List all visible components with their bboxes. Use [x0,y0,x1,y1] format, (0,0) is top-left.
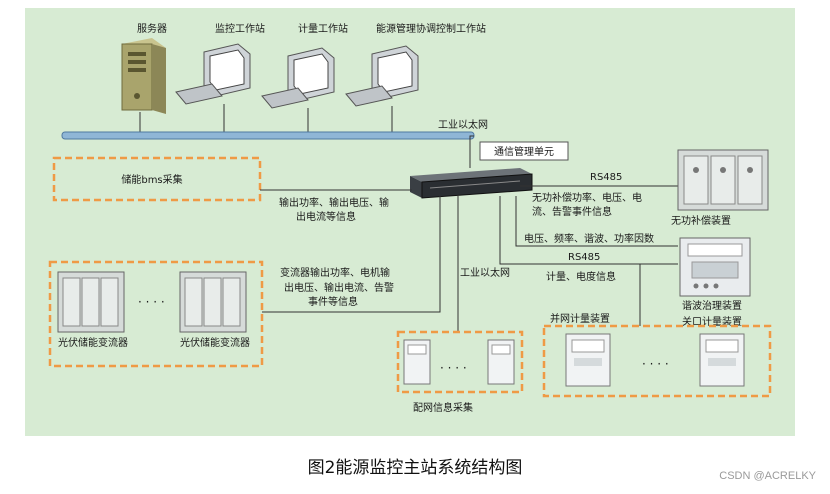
pv-inverter-2-icon [179,271,247,333]
inv-signal-3: 事件等信息 [308,295,358,308]
pv-inverter-2-label: 光伏储能变流器 [180,336,250,349]
grid-meter-label: 并网计量装置 [550,312,610,325]
var-signal-1: 无功补偿功率、电压、电 [532,191,642,204]
comm-unit-label-box [479,141,569,161]
inv-signal-2: 出电压、输出电流、告警 [284,281,394,294]
grid-meter-ellipsis: · · · · [642,357,669,371]
metering-workstation-icon [261,47,335,109]
bms-group-label: 储能bms采集 [121,173,182,186]
var-signal-2: 流、告警事件信息 [532,205,612,218]
inverter-link [262,196,441,313]
rs485-label-2: RS485 [568,252,600,263]
bms-signal-1: 输出功率、输出电压、输 [279,196,389,209]
meter-link [499,196,678,265]
harmonic-signal: 电压、频率、谐波、功率因数 [524,232,654,245]
harmonic-link [515,196,678,247]
metering-station-label: 计量工作站 [298,22,348,35]
ethernet-top-label: 工业以太网 [438,118,488,131]
distribution-meter-2-icon [487,339,515,385]
distribution-group-box [396,330,524,394]
monitor-station-label: 监控工作站 [215,22,265,35]
figure-caption: 图2能源监控主站系统结构图 [307,458,523,478]
inv-signal-1: 变流器输出功率、电机输 [280,266,390,279]
comm-unit-label: 通信管理单元 [494,145,554,158]
inverter-ellipsis: · · · · [138,295,165,309]
ethernet-bus [61,131,475,140]
grid-meter-group-box [542,324,772,398]
inverter-group-box [48,260,264,368]
monitor-workstation-icon [175,43,251,105]
var-compensation-icon [677,149,769,211]
distribution-ellipsis: · · · · [440,361,467,375]
distribution-group-label: 配网信息采集 [413,401,473,414]
distribution-meter-1-icon [403,339,431,385]
energy-workstation-icon [345,45,419,107]
bms-group-box [52,156,262,202]
meter-signal: 计量、电度信息 [546,270,616,283]
rs485-label-1: RS485 [590,172,622,183]
bus-to-switch-link [469,135,474,168]
server-icon [121,38,166,114]
grid-meter-1-icon [565,333,611,387]
bms-signal-2: 出电流等信息 [296,210,356,223]
grid-meter-2-icon [699,333,745,387]
ethernet-mid-label: 工业以太网 [460,266,510,279]
energy-station-label: 能源管理协调控制工作站 [376,22,486,35]
pv-inverter-1-label: 光伏储能变流器 [58,336,128,349]
var-comp-label: 无功补偿装置 [671,214,731,227]
harmonic-label: 谐波治理装置 [682,299,742,312]
comm-unit-icon [410,168,533,199]
pv-inverter-1-icon [57,271,125,333]
harmonic-device-icon [679,237,751,297]
watermark: CSDN @ACRELKY [719,470,816,482]
server-label: 服务器 [137,22,167,35]
